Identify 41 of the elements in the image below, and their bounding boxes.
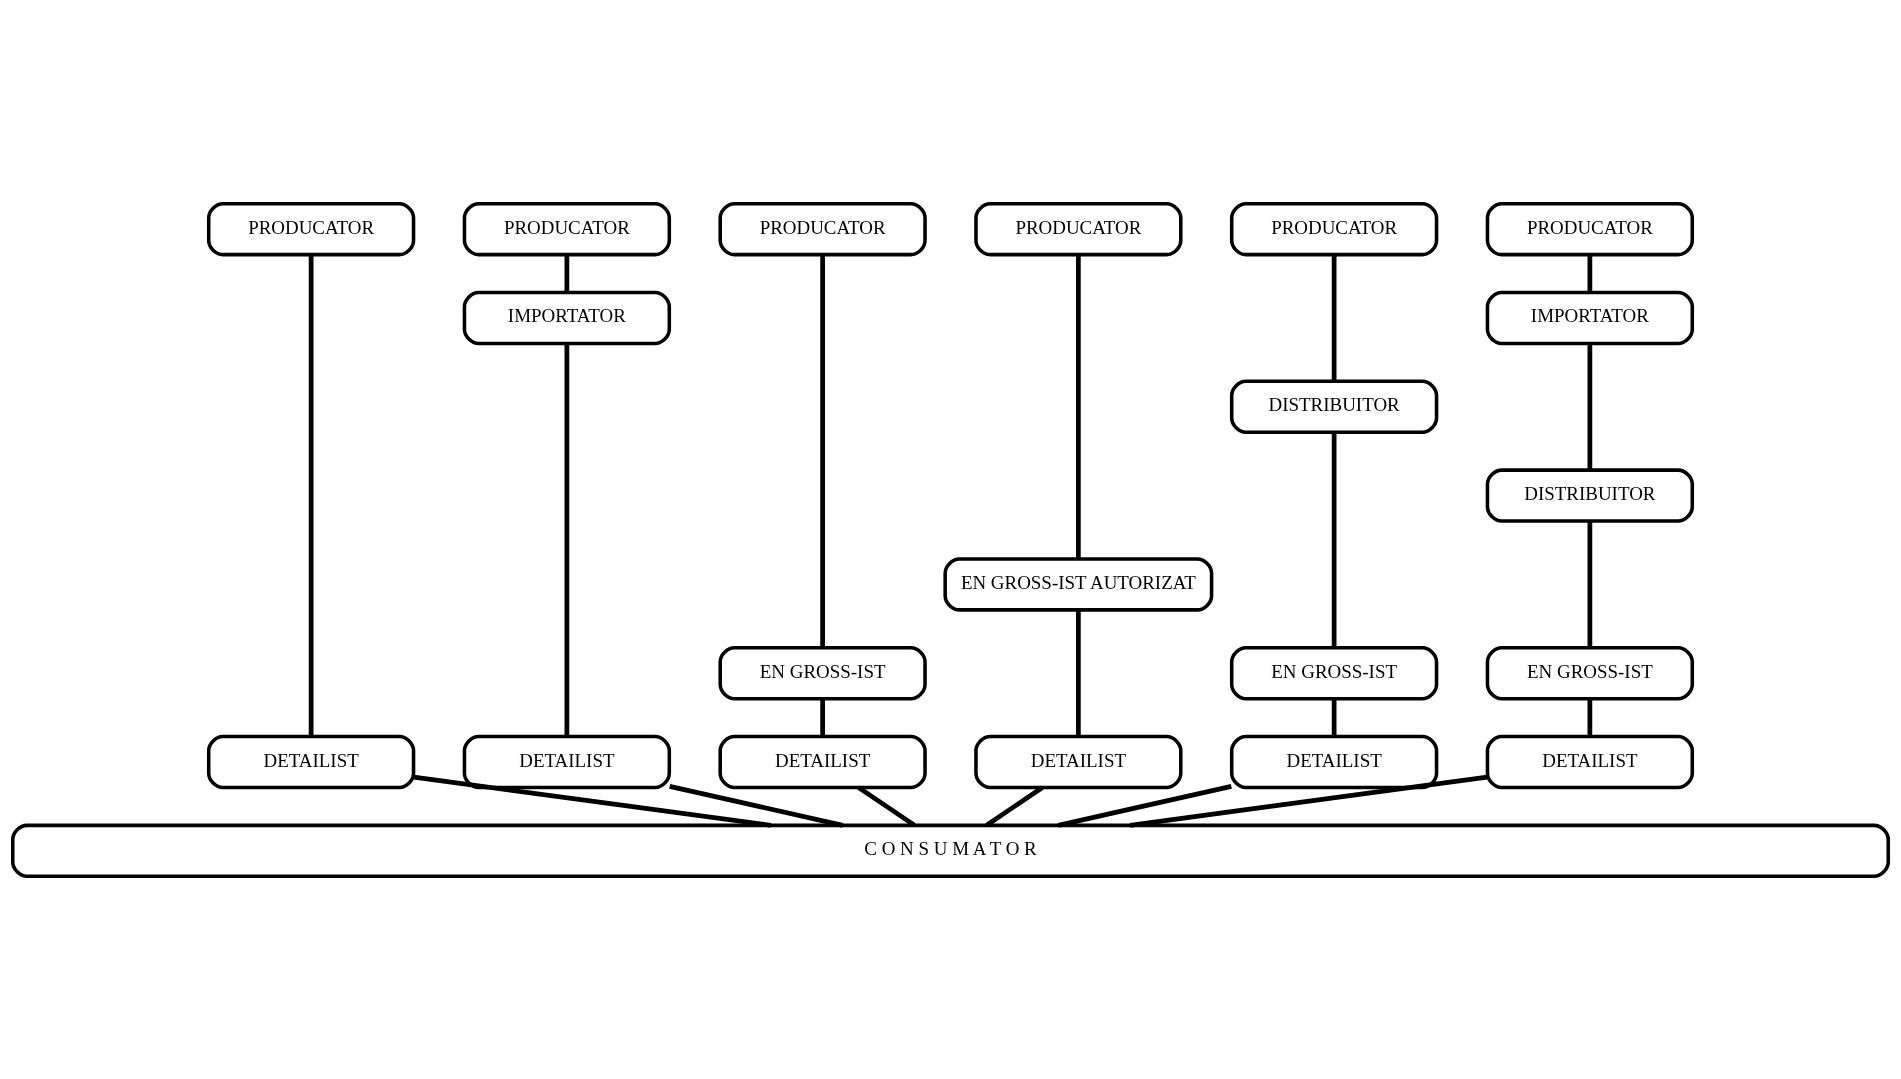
connector — [1331, 431, 1337, 648]
connector — [669, 783, 844, 828]
node-box: PRODUCATOR — [1485, 201, 1695, 256]
connector — [1076, 609, 1081, 736]
connector — [413, 774, 772, 828]
connector — [1587, 698, 1593, 736]
node-box: EN GROSS-IST — [718, 645, 927, 700]
connector — [1331, 698, 1337, 736]
connector — [1129, 774, 1488, 828]
connector — [1331, 254, 1337, 381]
node-box: DETAILIST — [1229, 734, 1439, 789]
node-box: DISTRIBUITOR — [1229, 379, 1439, 434]
node-box: DETAILIST — [206, 734, 416, 789]
connector — [1587, 343, 1593, 470]
connector — [564, 254, 570, 292]
node-box: EN GROSS-IST — [1485, 645, 1695, 700]
connector — [820, 698, 825, 736]
connector — [1587, 254, 1593, 292]
node-box: IMPORTATOR — [1485, 290, 1695, 345]
connector — [1076, 254, 1081, 559]
node-box: EN GROSS-IST — [1229, 645, 1439, 700]
connector — [308, 254, 314, 736]
node-box: DISTRIBUITOR — [1485, 467, 1695, 523]
node-box: C O N S U M A T O R — [10, 823, 1891, 878]
connector — [1057, 783, 1232, 828]
node-box: PRODUCATOR — [206, 201, 416, 256]
node-box: DETAILIST — [462, 734, 672, 789]
node-box: PRODUCATOR — [974, 201, 1183, 256]
node-box: DETAILIST — [718, 734, 927, 789]
connector — [857, 785, 916, 827]
connector — [985, 785, 1044, 827]
node-box: PRODUCATOR — [718, 201, 927, 256]
node-box: IMPORTATOR — [462, 290, 672, 345]
connector — [820, 254, 825, 647]
node-box: PRODUCATOR — [462, 201, 672, 256]
connector — [564, 342, 570, 736]
node-box: EN GROSS-IST AUTORIZAT — [943, 556, 1214, 612]
connector — [1587, 520, 1593, 647]
node-box: DETAILIST — [1485, 734, 1695, 789]
node-box: PRODUCATOR — [1229, 201, 1439, 256]
node-box: DETAILIST — [974, 734, 1183, 789]
